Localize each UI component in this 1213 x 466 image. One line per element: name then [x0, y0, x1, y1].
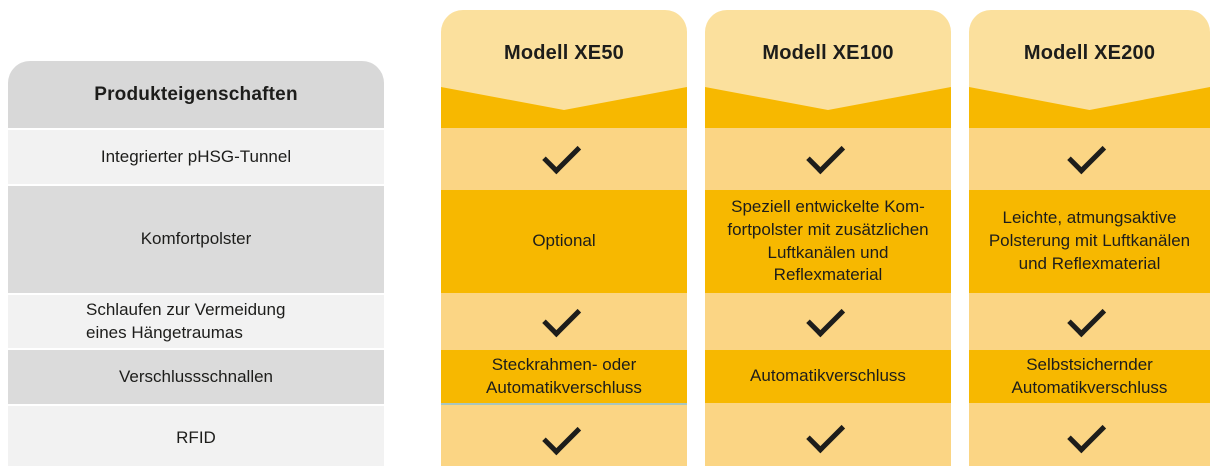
features-panel: Produkteigenschaften Integrierter pHSG-T…: [8, 61, 384, 466]
cell-text: Steckrahmen- oder Automatikverschluss: [486, 354, 642, 397]
feature-label: Integrierter pHSG-Tunnel: [100, 146, 292, 166]
cell-text: Optional: [532, 231, 596, 251]
cell-xe50-komfortpolster: Optional: [441, 190, 687, 293]
cell-xe50-phsg-tunnel: [441, 128, 687, 190]
feature-label: Verschlussschnallen: [118, 366, 274, 386]
feature-label: Schlaufen zur Vermeidung eines Hängetrau…: [86, 300, 286, 342]
check-icon: [1067, 135, 1107, 175]
feature-row-komfortpolster: Komfortpolster: [8, 186, 384, 295]
cell-xe200-komfortpolster: Leichte, atmungsaktive Polsterung mit Lu…: [969, 190, 1210, 293]
chevron-down-icon: [705, 87, 951, 110]
cell-xe100-komfortpolster: Speziell entwickelte Kom­fortpolster mit…: [705, 190, 951, 293]
cell-xe200-schlaufen: [969, 293, 1210, 350]
feature-row-verschlussschnallen: Verschlussschnallen: [8, 350, 384, 406]
cell-xe200-rfid: [969, 403, 1210, 466]
model-title: Modell XE100: [705, 10, 951, 87]
cell-xe50-schlaufen: [441, 293, 687, 350]
cell-text: Leichte, atmungsaktive Polsterung mit Lu…: [988, 208, 1191, 273]
chevron-down-icon: [441, 87, 687, 110]
check-icon: [541, 135, 581, 175]
cell-text: Speziell entwickelte Kom­fortpolster mit…: [727, 196, 929, 285]
chevron-band: [441, 87, 687, 128]
chevron-down-icon: [969, 87, 1210, 110]
model-title: Modell XE50: [441, 10, 687, 87]
cell-xe50-verschlussschnallen: Steckrahmen- oder Automatikverschluss: [441, 350, 687, 403]
check-icon: [541, 297, 581, 337]
model-column-xe200: Modell XE200 Leichte, atmungsaktive Pols…: [969, 10, 1210, 466]
feature-row-phsg-tunnel: Integrierter pHSG-Tunnel: [8, 130, 384, 186]
model-title: Modell XE200: [969, 10, 1210, 87]
cell-xe100-phsg-tunnel: [705, 128, 951, 190]
check-icon: [1067, 297, 1107, 337]
features-panel-title: Produkteigenschaften: [8, 61, 384, 130]
check-icon: [805, 414, 845, 454]
check-icon: [1067, 414, 1107, 454]
cell-xe200-phsg-tunnel: [969, 128, 1210, 190]
cell-xe50-rfid: [441, 405, 687, 466]
cell-xe100-verschlussschnallen: Automatikverschluss: [705, 350, 951, 403]
cell-text: Selbstsichernder Automatikverschluss: [1011, 354, 1168, 397]
check-icon: [805, 135, 845, 175]
chevron-band: [969, 87, 1210, 128]
cell-xe100-schlaufen: [705, 293, 951, 350]
divider-line: [441, 403, 687, 405]
feature-label: Komfortpolster: [140, 229, 252, 249]
feature-label: RFID: [176, 427, 216, 447]
model-column-xe50: Modell XE50 Optional Steckrahmen- oder A…: [441, 10, 687, 466]
feature-row-rfid: RFID: [8, 406, 384, 466]
check-icon: [541, 416, 581, 456]
check-icon: [805, 297, 845, 337]
cell-xe100-rfid: [705, 403, 951, 466]
model-column-xe100: Modell XE100 Speziell entwickelte Kom­fo…: [705, 10, 951, 466]
feature-row-schlaufen: Schlaufen zur Vermeidung eines Hängetrau…: [8, 295, 384, 350]
cell-xe200-verschlussschnallen: Selbstsichernder Automatikverschluss: [969, 350, 1210, 403]
cell-text: Automatikverschluss: [750, 366, 906, 386]
chevron-band: [705, 87, 951, 128]
